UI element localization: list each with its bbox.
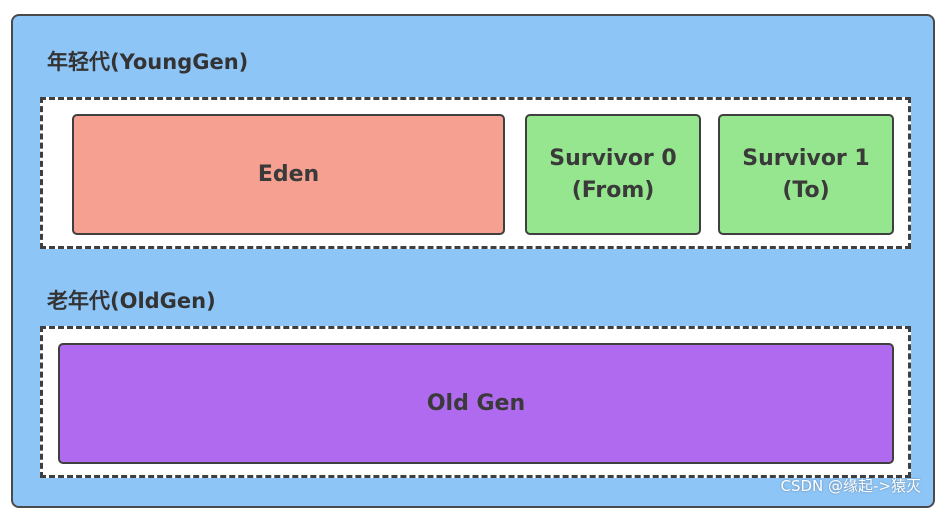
old-gen-title: 老年代(OldGen) — [47, 289, 216, 313]
heap-container: 年轻代(YoungGen) Eden Survivor 0 (From) Sur… — [11, 14, 935, 508]
survivor-0-space: Survivor 0 (From) — [525, 114, 701, 235]
survivor-0-label: Survivor 0 — [549, 145, 677, 171]
old-gen-label: Old Gen — [426, 390, 526, 416]
young-gen-title: 年轻代(YoungGen) — [47, 50, 249, 74]
survivor-1-label: Survivor 1 — [742, 145, 870, 171]
old-gen-box: Old Gen — [40, 326, 911, 478]
survivor-1-space: Survivor 1 (To) — [718, 114, 894, 235]
watermark: CSDN @缘起->猿灭 — [780, 477, 921, 495]
survivor-1-role: (To) — [782, 177, 830, 203]
eden-space: Eden — [72, 114, 505, 235]
young-gen-box: Eden Survivor 0 (From) Survivor 1 (To) — [40, 97, 911, 249]
survivor-0-role: (From) — [571, 177, 655, 203]
eden-label: Eden — [257, 161, 320, 187]
old-gen-space: Old Gen — [58, 343, 894, 464]
